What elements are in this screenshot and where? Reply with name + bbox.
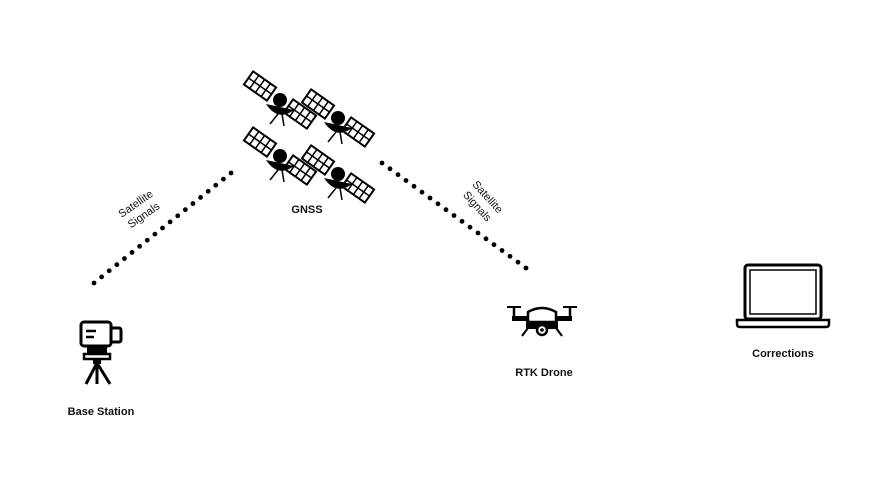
signal-dot [228, 170, 234, 176]
signal-dot [114, 262, 120, 268]
signal-label-left: Satellite Signals [117, 188, 163, 231]
signal-dot [395, 172, 401, 178]
signal-dot [91, 280, 97, 286]
signal-dot [507, 253, 513, 259]
signal-dot [403, 178, 409, 183]
signal-dot [523, 265, 529, 271]
signal-dot [122, 256, 127, 261]
signal-dot [99, 274, 105, 280]
drone-label: RTK Drone [515, 367, 572, 379]
signal-dot [459, 218, 465, 224]
signal-dot [213, 182, 219, 188]
signal-line-left [91, 170, 234, 286]
signal-dot [475, 230, 481, 236]
signal-dot [435, 201, 441, 207]
signal-dot [182, 207, 188, 213]
signal-line-right [379, 160, 529, 271]
signal-dot [499, 248, 505, 253]
signal-dot [205, 188, 211, 194]
signal-dot [427, 195, 433, 201]
laptop-label: Corrections [752, 348, 814, 360]
signal-dot [451, 213, 457, 218]
base-station-label: Base Station [68, 406, 135, 418]
signal-dot [515, 259, 521, 265]
signal-dot [144, 237, 150, 243]
signal-dot [483, 236, 489, 242]
signal-dot [167, 219, 173, 225]
drone-icon [507, 306, 577, 337]
signal-dot [419, 189, 425, 195]
signal-label-right: Satellite Signals [460, 179, 504, 225]
signal-dot [160, 225, 165, 231]
base-station-icon [79, 320, 123, 385]
signal-dot [175, 213, 181, 219]
signal-dot [387, 166, 393, 172]
signal-dot [379, 160, 385, 166]
laptop-icon [735, 263, 831, 329]
signal-dot [198, 195, 203, 200]
signal-dot [137, 243, 143, 249]
signal-dot [220, 176, 226, 182]
signal-dot [106, 268, 112, 274]
signal-dot [129, 250, 135, 255]
signal-dot [152, 231, 158, 237]
signal-dot [491, 242, 497, 248]
gnss-label: GNSS [291, 204, 322, 216]
signal-dot [411, 183, 417, 189]
signal-dot [443, 207, 449, 213]
signal-dot [190, 201, 196, 206]
gnss-satellites [242, 70, 376, 204]
signal-dot [467, 224, 473, 230]
